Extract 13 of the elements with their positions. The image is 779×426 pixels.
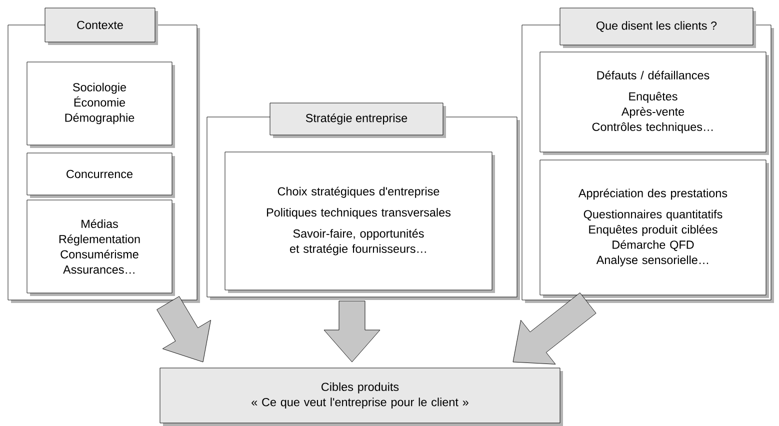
list-box: Choix stratégiques d'entreprise Politiques techniques transversales Savoir-faire, opportunités et stratégie fournisseurs…	[224, 152, 495, 293]
heading-tab: Stratégie entreprise	[270, 102, 446, 138]
block-arrow	[512, 292, 596, 364]
list-box: Sociologie Économie Démographie	[26, 62, 175, 148]
block-arrow	[156, 296, 211, 362]
target-box: Cibles produits « Ce que veut l'entreprise pour le client »	[160, 368, 563, 426]
list-box: Défauts / défaillances Enquêtes Après-vente Contrôles techniques…	[540, 52, 769, 155]
block-arrow	[324, 300, 380, 362]
heading-tab: Que disent les clients ?	[560, 8, 756, 48]
list-box: Médias Réglementation Consumérisme Assurances…	[26, 200, 175, 296]
list-box: Appréciation des prestations Questionnaires quantitatifs Enquêtes produit ciblées Démarche QFD Analyse sensorielle…	[540, 160, 769, 298]
heading-tab: Contexte	[44, 8, 158, 45]
list-box: Concurrence	[26, 152, 175, 198]
